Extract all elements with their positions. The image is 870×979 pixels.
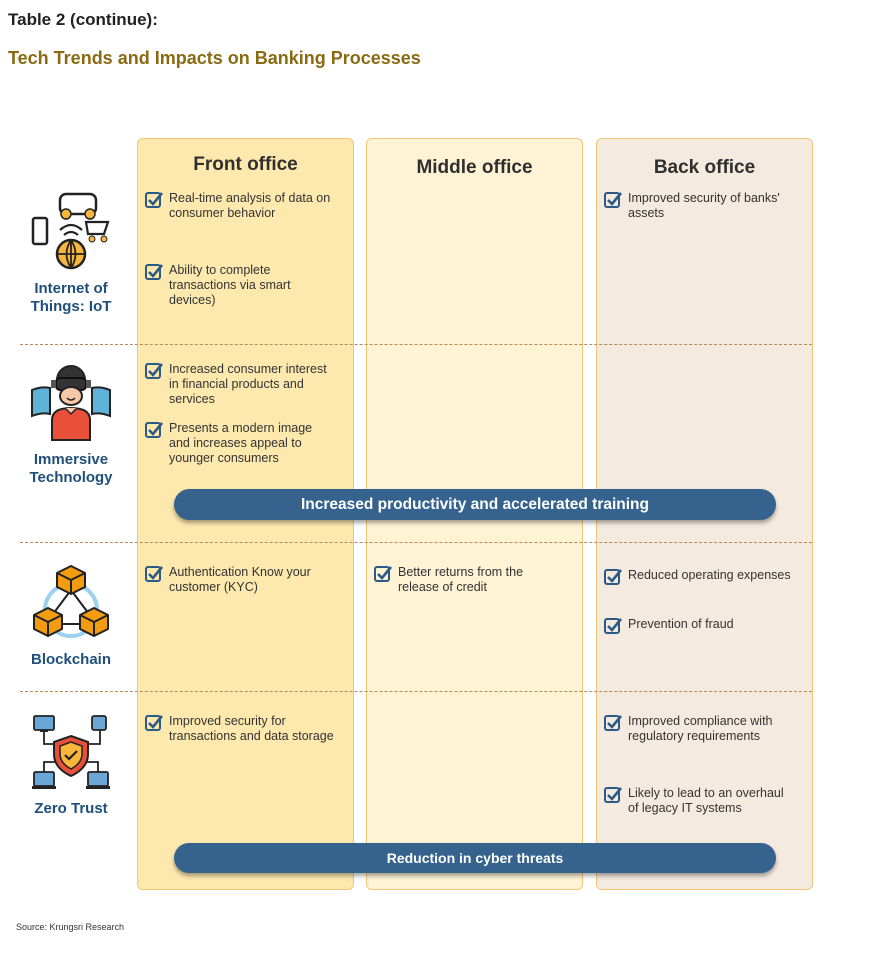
checkbox-icon <box>145 566 163 582</box>
page-title: Tech Trends and Impacts on Banking Proce… <box>8 48 421 68</box>
checkbox-icon <box>374 566 392 582</box>
cyber-threats-banner: Reduction in cyber threats <box>174 843 776 873</box>
iot-icon <box>30 192 112 272</box>
zero-trust-label: Zero Trust <box>34 800 108 817</box>
blockchain-label: Blockchain <box>30 651 112 668</box>
list-item: Improved security for transactions and d… <box>145 714 335 744</box>
list-item: Increased consumer interest in financial… <box>145 362 335 407</box>
list-item: Prevention of fraud <box>604 617 794 634</box>
checkbox-icon <box>145 192 163 208</box>
checkbox-icon <box>145 715 163 731</box>
checkbox-icon <box>604 787 622 803</box>
checkbox-icon <box>604 569 622 585</box>
row-divider <box>20 691 812 692</box>
list-item: Improved compliance with regulatory requ… <box>604 714 794 744</box>
checkbox-icon <box>145 363 163 379</box>
checkbox-icon <box>604 192 622 208</box>
list-item: Better returns from the release of credi… <box>374 565 564 595</box>
list-item: Real-time analysis of data on consumer b… <box>145 191 335 221</box>
vr-headset-icon <box>30 364 112 442</box>
back-office-header: Back office <box>653 157 756 178</box>
middle-office-header: Middle office <box>416 157 533 178</box>
blockchain-icon <box>30 564 112 644</box>
checkbox-icon <box>145 422 163 438</box>
front-office-header: Front office <box>193 154 298 175</box>
source-note: Source: Krungsri Research <box>16 922 125 932</box>
list-item: Ability to complete transactions via sma… <box>145 263 335 308</box>
list-item: Reduced operating expenses <box>604 568 794 585</box>
zero-trust-network-icon <box>30 714 112 792</box>
iot-label: Internet of Things: IoT <box>30 280 112 315</box>
checkbox-icon <box>604 715 622 731</box>
list-item: Improved security of banks' assets <box>604 191 794 221</box>
row-divider <box>20 542 812 543</box>
row-divider <box>20 344 812 345</box>
checkbox-icon <box>145 264 163 280</box>
list-item: Likely to lead to an overhaul of legacy … <box>604 786 794 816</box>
checkbox-icon <box>604 618 622 634</box>
list-item: Authentication Know your customer (KYC) <box>145 565 335 595</box>
productivity-banner: Increased productivity and accelerated t… <box>174 489 776 520</box>
list-item: Presents a modern image and increases ap… <box>145 421 335 466</box>
table-label: Table 2 (continue): <box>8 10 158 29</box>
immersive-label: Immersive Technology <box>29 451 113 486</box>
